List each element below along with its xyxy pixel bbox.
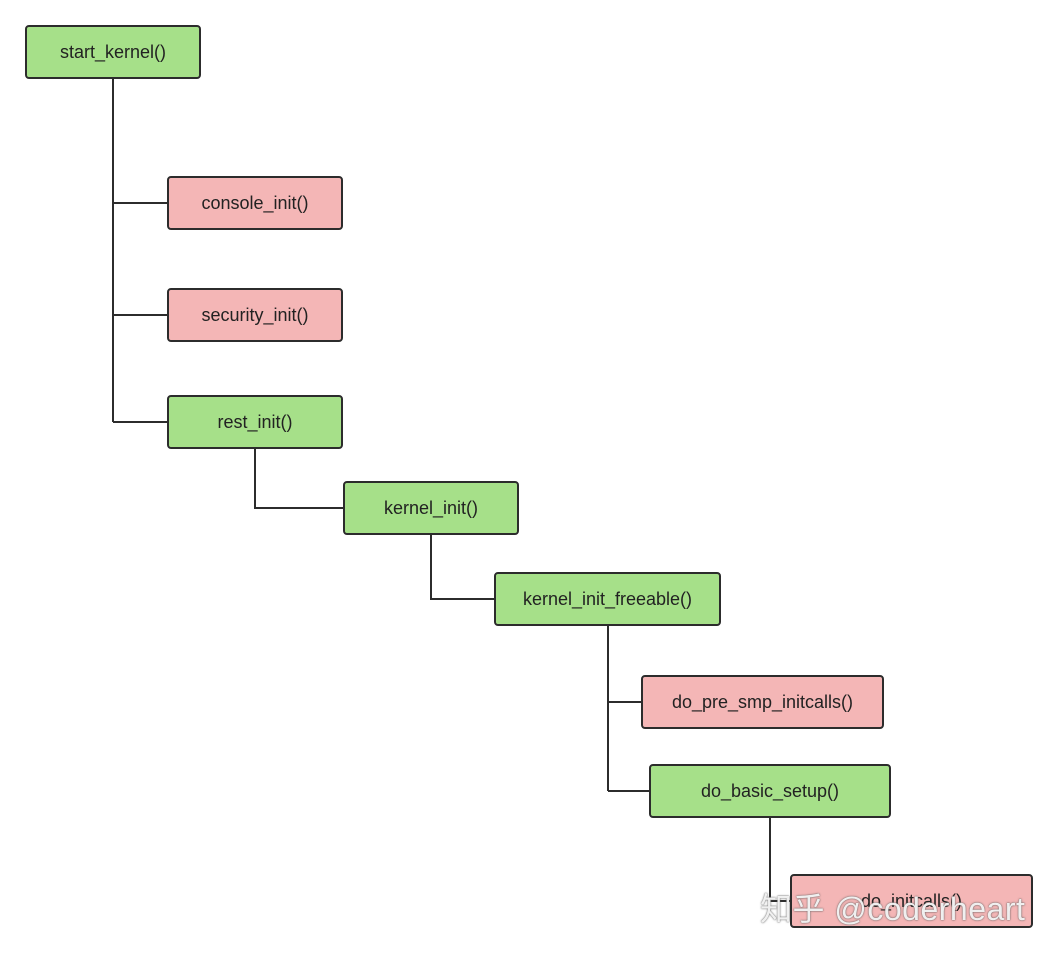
node-console-init: console_init()	[167, 176, 343, 230]
node-do-pre-smp-initcalls: do_pre_smp_initcalls()	[641, 675, 884, 729]
node-do-initcalls: do_initcalls()	[790, 874, 1033, 928]
connector-to-kernel-init	[254, 449, 343, 509]
node-kernel-init-freeable: kernel_init_freeable()	[494, 572, 721, 626]
watermark: 知乎 @coderheart	[760, 891, 1026, 927]
node-security-init: security_init()	[167, 288, 343, 342]
connector-to-kernel-init-freeable	[430, 535, 494, 600]
node-start-kernel: start_kernel()	[25, 25, 201, 79]
node-do-basic-setup: do_basic_setup()	[649, 764, 891, 818]
node-rest-init: rest_init()	[167, 395, 343, 449]
node-kernel-init: kernel_init()	[343, 481, 519, 535]
